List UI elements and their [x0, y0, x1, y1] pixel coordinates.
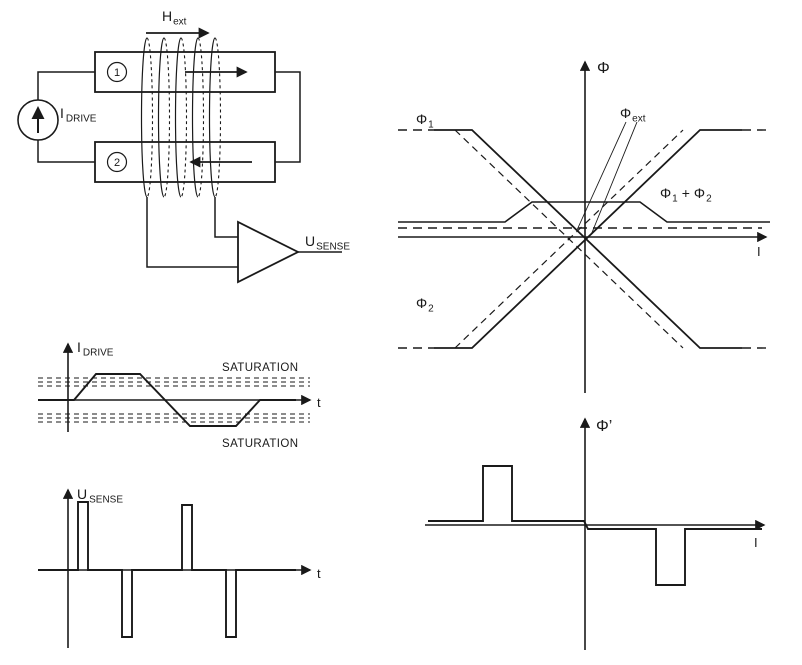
- y-axis-label: Φ’: [596, 418, 612, 435]
- phi2-curve: [398, 129, 770, 349]
- coil-turn-front: [191, 37, 199, 198]
- phi-ext-label: Φext: [620, 105, 646, 125]
- phi1-solid-curve: [434, 129, 742, 349]
- wire-winding-to-amp-bottom: [146, 197, 238, 268]
- core-1-number: 1: [114, 67, 120, 79]
- phi1-curve: [398, 129, 770, 349]
- coil-turn-back: [146, 37, 154, 198]
- x-axis-label: t: [317, 566, 321, 581]
- wire-source-to-core1: [37, 71, 95, 100]
- coil-turn-back: [214, 37, 222, 198]
- core-1-badge: [106, 61, 128, 83]
- core-2-number: 2: [114, 157, 120, 169]
- flux-derivative-waveform: [428, 465, 762, 586]
- wire-core1-to-core2: [275, 71, 301, 163]
- drive-current-waveform: [38, 373, 296, 427]
- sense-voltage-waveform: [38, 501, 296, 638]
- wire-winding-to-amp-top: [214, 197, 238, 238]
- phi-sum-curve: [398, 201, 770, 223]
- sense-winding: [140, 37, 222, 198]
- wire-source-to-core2: [37, 140, 95, 163]
- x-axis-label: I: [754, 535, 758, 550]
- phi1-label: Φ1: [416, 111, 434, 131]
- x-axis-label: I: [757, 244, 761, 259]
- phi-sum-label: Φ1+Φ2: [660, 185, 712, 205]
- phi2-solid-curve: [434, 129, 742, 349]
- saturation-band-lower: [38, 413, 310, 423]
- saturation-label-upper: SATURATION: [222, 362, 298, 374]
- coil-turn-front: [174, 37, 182, 198]
- phi-ext-leader-line: [590, 121, 638, 236]
- phi2-label: Φ2: [416, 295, 434, 315]
- flux-plot: Φ I Φ1 Φ2 Φext Φ1+Φ2: [398, 60, 770, 393]
- x-axis-label: t: [317, 395, 321, 410]
- coil-turn-back: [180, 37, 188, 198]
- coil-turn-back: [197, 37, 205, 198]
- coil-turn-front: [157, 37, 165, 198]
- saturation-label-lower: SATURATION: [222, 438, 298, 450]
- h-ext-label: Hext: [162, 8, 187, 28]
- flux-derivative-plot: Φ’ I: [425, 417, 766, 650]
- coil-turn-front: [208, 37, 216, 198]
- phi-ext-leader-line: [576, 121, 627, 231]
- amplifier: [237, 220, 301, 284]
- y-axis-label: Φ: [597, 60, 610, 77]
- coil-turn-front: [140, 37, 148, 198]
- core-2-badge: [106, 151, 128, 173]
- coil-turn-back: [163, 37, 171, 198]
- saturation-band-upper: [38, 377, 310, 387]
- u-sense-label: USENSE: [305, 233, 350, 253]
- phi2-shifted-dashed-curve: [454, 129, 684, 349]
